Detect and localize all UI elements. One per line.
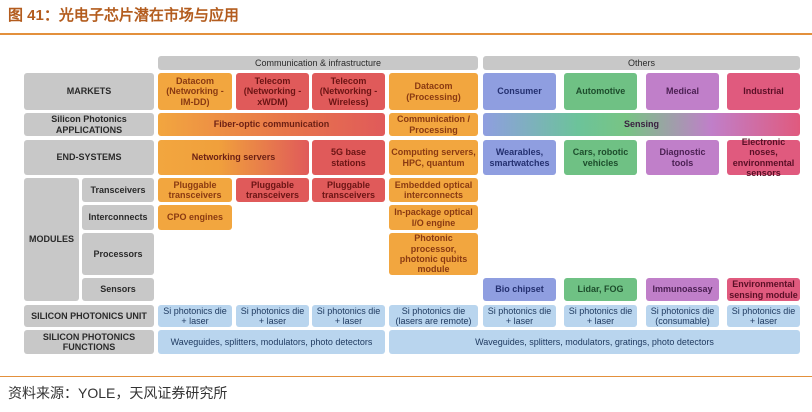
module-cpo-engines: CPO engines [158, 205, 232, 230]
end-system-electronic-noses: Electronic noses, environmental sensors [727, 137, 800, 178]
application-sensing: Sensing [483, 113, 800, 136]
row-label-processors: Processors [82, 233, 154, 275]
end-system-wearables: Wearables, smartwatches [483, 140, 556, 175]
market-industrial: Industrial [727, 73, 800, 110]
unit-cell-3: Si photonics die + laser [312, 305, 385, 327]
row-label-unit: SILICON PHOTONICS UNIT [24, 305, 154, 327]
functions-left: Waveguides, splitters, modulators, photo… [158, 330, 385, 354]
module-pluggable-transceivers-1: Pluggable transceivers [158, 178, 232, 202]
unit-cell-6: Si photonics die + laser [564, 305, 637, 327]
market-medical: Medical [646, 73, 719, 110]
end-system-networking-servers: Networking servers [158, 140, 309, 175]
module-photonic-processor: Photonic processor, photonic qubits modu… [389, 233, 478, 275]
application-communication-processing: Communication / Processing [389, 113, 478, 136]
end-system-cars: Cars, robotic vehicles [564, 140, 637, 175]
module-bio-chipset: Bio chipset [483, 278, 556, 301]
module-embedded-optical-interconnects: Embedded optical interconnects [389, 178, 478, 202]
application-fiber-optic: Fiber-optic communication [158, 113, 385, 136]
market-automotive: Automotive [564, 73, 637, 110]
unit-cell-4: Si photonics die (lasers are remote) [389, 305, 478, 327]
module-pluggable-transceivers-2: Pluggable transceivers [236, 178, 309, 202]
row-label-interconnects: Interconnects [82, 205, 154, 230]
row-label-sensors: Sensors [82, 278, 154, 301]
end-system-5g-stations: 5G base stations [312, 140, 385, 175]
row-label-transceivers: Transceivers [82, 178, 154, 202]
unit-cell-2: Si photonics die + laser [236, 305, 309, 327]
module-lidar-fog: Lidar, FOG [564, 278, 637, 301]
module-immunoassay: Immunoassay [646, 278, 719, 301]
module-pluggable-transceivers-3: Pluggable transceivers [312, 178, 385, 202]
unit-cell-1: Si photonics die + laser [158, 305, 232, 327]
unit-cell-8: Si photonics die + laser [727, 305, 800, 327]
figure-title: 图 41：光电子芯片潜在市场与应用 [8, 7, 239, 24]
row-label-modules: MODULES [24, 178, 79, 301]
unit-cell-7: Si photonics die (consumable) [646, 305, 719, 327]
end-system-computing-servers: Computing servers, HPC, quantum [389, 140, 478, 175]
market-datacom-processing: Datacom (Processing) [389, 73, 478, 110]
row-label-functions: SILICON PHOTONICS FUNCTIONS [24, 330, 154, 354]
functions-right: Waveguides, splitters, modulators, grati… [389, 330, 800, 354]
market-telecom-wireless: Telecom (Networking - Wireless) [312, 73, 385, 110]
source-note: 资料来源：YOLE，天风证券研究所 [8, 385, 228, 401]
header-others: Others [483, 56, 800, 70]
market-datacom-networking: Datacom (Networking - IM-DD) [158, 73, 232, 110]
footer-divider [0, 376, 812, 377]
market-consumer: Consumer [483, 73, 556, 110]
row-label-applications: Silicon Photonics APPLICATIONS [24, 113, 154, 136]
row-label-markets: MARKETS [24, 73, 154, 110]
module-environmental-sensing: Environmental sensing module [727, 278, 800, 301]
module-in-package-optical-io: In-package optical I/O engine [389, 205, 478, 230]
row-label-end-systems: END-SYSTEMS [24, 140, 154, 175]
market-telecom-xwdm: Telecom (Networking - xWDM) [236, 73, 309, 110]
end-system-diagnostic-tools: Diagnostic tools [646, 140, 719, 175]
header-communication: Communication & infrastructure [158, 56, 478, 70]
unit-cell-5: Si photonics die + laser [483, 305, 556, 327]
title-divider [0, 33, 812, 35]
